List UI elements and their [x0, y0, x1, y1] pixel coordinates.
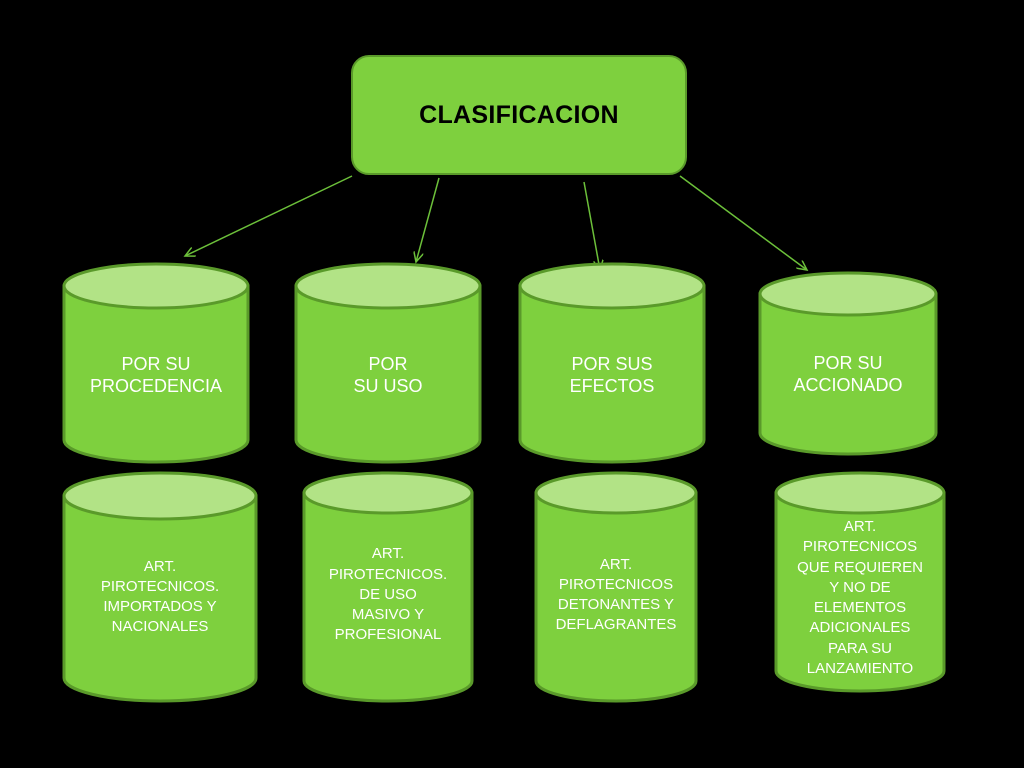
item-cylinder-procedencia — [62, 471, 258, 703]
connector-arrow-efectos — [583, 181, 600, 270]
category-cylinder-efectos — [518, 262, 706, 464]
item-label-procedencia: ART. PIROTECNICOS. IMPORTADOS Y NACIONAL… — [100, 557, 220, 636]
item-label-accionado: ART. PIROTECNICOS QUE REQUIEREN Y NO DE … — [797, 518, 923, 677]
category-label-accionado: POR SU ACCIONADO — [793, 352, 903, 396]
item-cylinder-efectos — [534, 471, 698, 703]
item-cylinder-accionado — [774, 471, 946, 693]
connector-arrow-accionado — [679, 175, 807, 270]
category-label-procedencia: POR SU PROCEDENCIA — [89, 353, 223, 397]
category-label-uso: POR SU USO — [353, 353, 423, 397]
category-cylinder-uso — [294, 262, 482, 464]
item-label-efectos: ART. PIROTECNICOS DETONANTES Y DEFLAGRAN… — [555, 555, 677, 634]
root-node: CLASIFICACION — [351, 55, 687, 175]
item-label-uso: ART. PIROTECNICOS. DE USO MASIVO Y PROFE… — [328, 545, 448, 644]
connector-arrow-procedencia — [185, 175, 353, 256]
item-cylinder-uso — [302, 471, 474, 703]
category-cylinder-accionado — [758, 271, 938, 456]
root-node-label: CLASIFICACION — [419, 100, 619, 129]
category-cylinder-procedencia — [62, 262, 250, 464]
connector-arrow-uso — [416, 177, 440, 262]
category-label-efectos: POR SUS EFECTOS — [569, 353, 655, 397]
